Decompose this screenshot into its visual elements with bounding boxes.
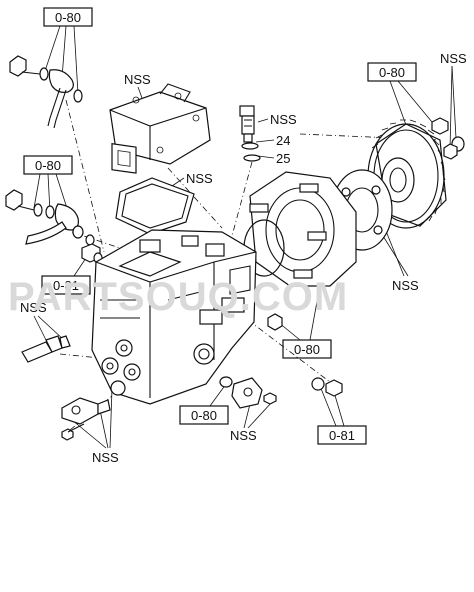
sensor-bolt-bottom-left[interactable] [61, 423, 85, 441]
ref-label: 0-80 [35, 158, 61, 173]
control-unit-cover[interactable] [109, 83, 211, 174]
watermark: PARTSOUQ.COM [8, 275, 348, 319]
bolt-washer-left[interactable] [81, 243, 103, 264]
nss-label-gasket: NSS [186, 171, 213, 186]
fuel-pipe-mid-left[interactable] [5, 189, 95, 246]
ref-label: 0-80 [379, 65, 405, 80]
nss-label-top-right: NSS [440, 51, 467, 66]
ref-box-top-right[interactable]: 0-80 [367, 62, 417, 82]
ref-label: 0-80 [191, 408, 217, 423]
injection-pump-body[interactable] [91, 229, 257, 405]
ref-box-bottom-right-81[interactable]: 0-81 [317, 425, 367, 445]
nss-label-bottom-center: NSS [230, 428, 257, 443]
ref-box-left-81[interactable]: 0-81 [41, 275, 91, 295]
gear-nut[interactable] [431, 117, 449, 135]
nss-label-bottom-left: NSS [92, 450, 119, 465]
cover-gasket[interactable] [115, 177, 195, 235]
nss-label-cover: NSS [124, 72, 151, 87]
ref-box-top-left[interactable]: 0-80 [43, 7, 93, 27]
pump-mounting-flange[interactable] [249, 171, 357, 287]
ref-box-bottom-center[interactable]: 0-80 [179, 405, 229, 425]
nss-label-flange: NSS [392, 278, 419, 293]
gear-washer-nut[interactable] [443, 136, 465, 160]
sensor-bottom-center[interactable] [219, 376, 277, 409]
nss-label-left: NSS [20, 300, 47, 315]
pressure-sensor-left[interactable] [21, 335, 71, 363]
ref-label: 0-81 [329, 428, 355, 443]
ref-label: 0-80 [55, 10, 81, 25]
ref-box-center-right[interactable]: 0-80 [282, 339, 332, 359]
part-number-25: 25 [276, 151, 290, 166]
o-ring-24[interactable] [241, 142, 259, 150]
ref-box-mid-left[interactable]: 0-80 [23, 155, 73, 175]
speed-sensor-bottom-left[interactable] [61, 397, 111, 425]
ref-label: 0-80 [294, 342, 320, 357]
nss-label-valve: NSS [270, 112, 297, 127]
o-ring-25[interactable] [243, 154, 261, 162]
plug-bottom-right[interactable] [311, 377, 343, 397]
solenoid-valve[interactable] [239, 105, 255, 143]
flange-bolt[interactable] [267, 313, 283, 331]
part-number-24: 24 [276, 133, 290, 148]
ref-label: 0-81 [53, 278, 79, 293]
fuel-pipe-top-left[interactable] [9, 55, 83, 129]
